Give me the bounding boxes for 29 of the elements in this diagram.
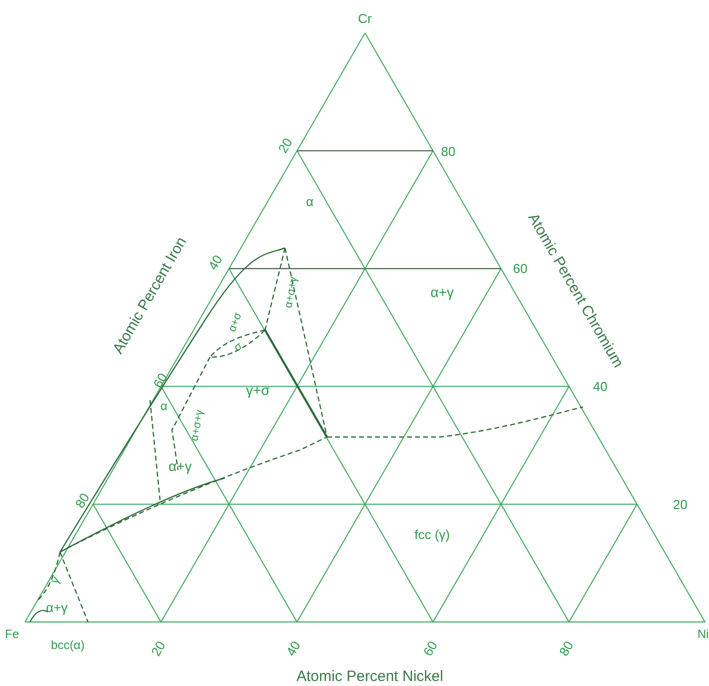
vertex-label: Cr	[358, 12, 372, 24]
phase-label: γ	[48, 574, 62, 586]
phase-label: bcc(α)	[51, 639, 85, 651]
tick-label: 60	[421, 638, 440, 658]
axis-title: Atomic Percent Nickel	[296, 668, 444, 684]
phase-label: σ	[232, 340, 244, 354]
vertex-label: Ni	[698, 628, 709, 640]
tick-label: 60	[513, 262, 528, 274]
tick-label: 40	[593, 380, 608, 392]
tick-label: 20	[673, 498, 688, 510]
phase-label: α+σ	[227, 310, 244, 334]
vertex-label: Fe	[5, 628, 20, 640]
tick-label: 80	[73, 490, 92, 510]
phase-label: α+γ	[168, 459, 192, 473]
tick-label: 20	[149, 638, 168, 658]
tick-label: 80	[441, 144, 456, 158]
phase-label: α+σ+γ	[190, 408, 206, 442]
phase-label: fcc (γ)	[414, 528, 450, 540]
phase-label: α+σ+γ	[284, 276, 300, 308]
tick-label: 40	[284, 638, 302, 658]
phase-label: γ+σ	[246, 383, 270, 397]
phase-label: α+γ	[46, 600, 68, 614]
tick-label: 60	[151, 370, 170, 390]
phase-label: α	[160, 400, 168, 412]
tick-label: 20	[276, 135, 294, 155]
tick-label: 40	[206, 252, 224, 272]
phase-label: α	[306, 194, 314, 208]
phase-label: α+γ	[430, 285, 454, 299]
tick-label: 80	[557, 638, 576, 658]
